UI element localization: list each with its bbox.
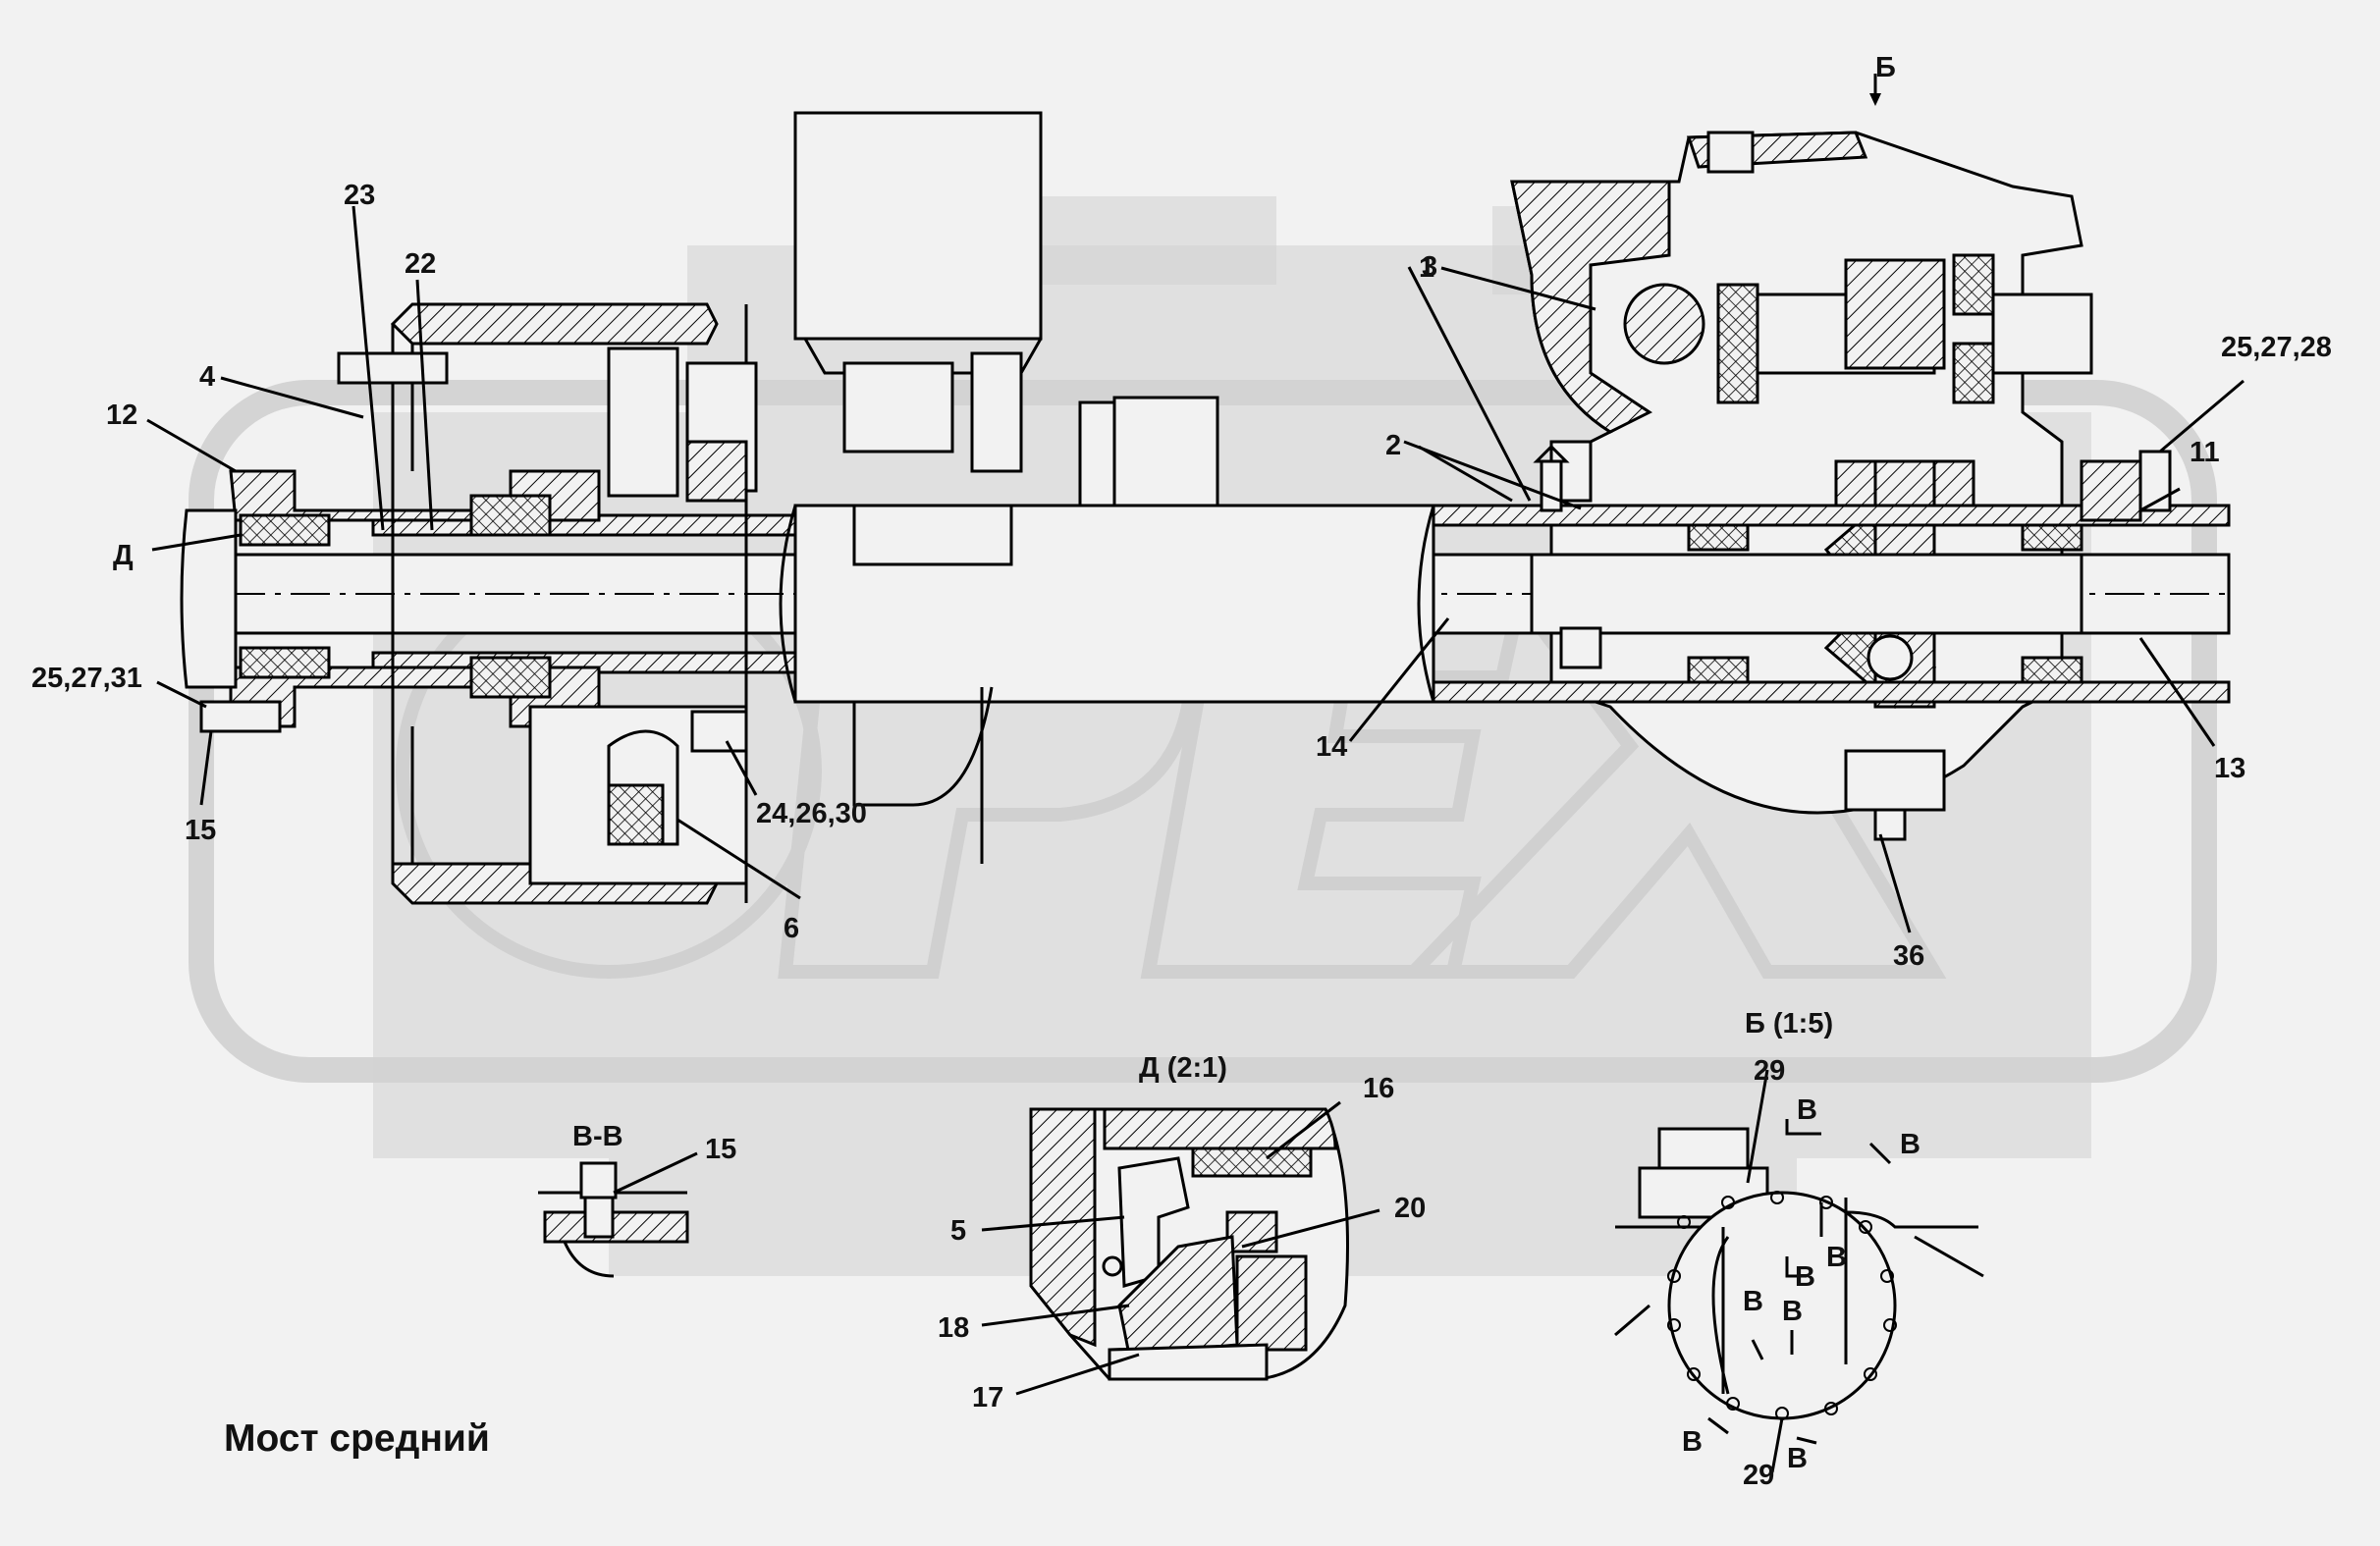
- hub-wall-section: [1029, 1107, 1097, 1348]
- view-arrow-d-label: Д: [113, 540, 134, 571]
- inner-bearing-top: [469, 494, 552, 537]
- drain-plug-boss: [1844, 749, 1946, 812]
- view-b-title: Б (1:5): [1745, 1008, 1833, 1040]
- part-label-24-26-30: 24,26,30: [756, 798, 867, 829]
- part-label-13: 13: [2214, 753, 2245, 784]
- detail-d-view: Д (2:1) 16 5 20 18 17: [938, 1052, 1426, 1413]
- drawing-title: Мост средний: [224, 1417, 490, 1460]
- wheel-bolt: [199, 700, 282, 733]
- part-label-12: 12: [106, 400, 137, 431]
- cam-bushing: [685, 440, 748, 503]
- detail-label-20: 20: [1394, 1193, 1426, 1224]
- axle-tube-right-bottom: [1432, 680, 2231, 704]
- section-marks-v: В В В В В В В В: [1682, 1094, 1920, 1474]
- cover-bolts: [1667, 1191, 1897, 1420]
- brake-drum-top: [390, 302, 719, 346]
- part-label-22: 22: [405, 248, 436, 280]
- part-label-23: 23: [344, 180, 375, 211]
- section-v-v-view: В-В 15: [538, 1121, 736, 1278]
- view-b-label-29-bottom: 29: [1743, 1460, 1774, 1491]
- bolt-head: [579, 1161, 618, 1199]
- part-label-25-27-28: 25,27,28: [2221, 332, 2332, 363]
- view-arrow-b-label: Б: [1875, 52, 1896, 83]
- flange-right: [2080, 459, 2142, 522]
- outer-bearing-top: [239, 513, 331, 547]
- bolt-shank: [583, 1196, 615, 1239]
- part-label-6: 6: [784, 913, 799, 944]
- wheel-stud: [337, 351, 449, 385]
- v-mark: В: [1795, 1261, 1815, 1293]
- hub-cap: [180, 508, 238, 689]
- brake-shoe-support: [607, 729, 679, 846]
- section-label-15: 15: [705, 1134, 736, 1165]
- brake-chamber: [793, 111, 1043, 473]
- v-mark: В: [1787, 1443, 1808, 1474]
- cover-plate: [1657, 1127, 1750, 1170]
- view-b: Б (1:5) 29 29 В В В В: [1614, 1008, 1984, 1491]
- grease-fitting: [1540, 459, 1563, 512]
- part-label-1: 1: [1419, 252, 1434, 284]
- watermark-gear-tooth: [1021, 196, 1276, 285]
- v-mark: В: [1682, 1426, 1703, 1458]
- part-label-14: 14: [1316, 731, 1347, 763]
- detail-label-18: 18: [938, 1312, 969, 1344]
- view-b-label-29-top: 29: [1754, 1055, 1785, 1087]
- flange-bolt-right: [2138, 450, 2172, 512]
- v-mark: В: [1900, 1129, 1920, 1160]
- pinion-bearing-seat: [1623, 283, 1705, 365]
- housing-pad: [1112, 396, 1219, 507]
- breather: [1706, 131, 1755, 174]
- part-label-15: 15: [185, 815, 216, 846]
- detail-d-title: Д (2:1): [1139, 1052, 1227, 1084]
- brake-camshaft-bracket: [607, 347, 679, 498]
- drive-flange: [1844, 258, 1946, 370]
- inner-bearing-bottom: [469, 656, 552, 699]
- part-label-3: 3: [1422, 251, 1437, 283]
- part-label-25-27-31: 25,27,31: [31, 663, 142, 694]
- v-mark: В: [1743, 1286, 1763, 1317]
- v-mark: В: [1782, 1296, 1803, 1327]
- section-v-v-title: В-В: [572, 1121, 623, 1152]
- outer-bearing-bottom: [239, 646, 331, 679]
- axle-tube-right-top: [1432, 504, 2231, 527]
- detail-label-17: 17: [972, 1382, 1003, 1413]
- axle-main-view: [180, 111, 2231, 905]
- detail-label-16: 16: [1363, 1073, 1394, 1104]
- axle-shaft-right: [1530, 553, 2083, 635]
- v-mark: В: [1826, 1242, 1847, 1273]
- seal-16: [1191, 1146, 1313, 1178]
- part-label-36: 36: [1893, 940, 1924, 972]
- part-label-2: 2: [1385, 430, 1401, 461]
- pinion-bearing: [1716, 283, 1759, 404]
- part-label-4: 4: [199, 361, 215, 393]
- leader-lines: [146, 74, 2245, 933]
- detail-label-5: 5: [950, 1215, 966, 1247]
- part-label-11: 11: [2190, 437, 2220, 468]
- v-mark: В: [1797, 1094, 1817, 1126]
